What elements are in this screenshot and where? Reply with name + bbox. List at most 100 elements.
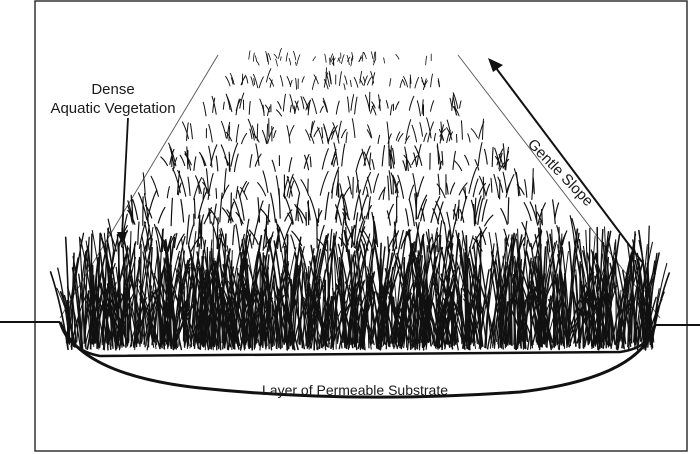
grass-blade <box>139 298 161 350</box>
grass-blade <box>472 239 479 342</box>
grass-blade <box>502 171 508 193</box>
grass-blade <box>210 272 226 349</box>
grass-blade <box>507 197 510 224</box>
grass-blade <box>477 198 484 226</box>
grass-blade <box>65 257 79 344</box>
grass-blade <box>421 99 424 115</box>
grass-blade <box>237 189 245 221</box>
substrate-layer-outline <box>58 321 657 399</box>
grass-blade <box>247 264 267 350</box>
grass-blade <box>252 219 260 246</box>
grass-blade <box>252 52 255 62</box>
grass-blade <box>515 171 520 197</box>
grass-blade <box>324 191 330 221</box>
grass-blade <box>309 133 315 144</box>
grass-blade <box>132 198 139 221</box>
vegetation-label-line1: Dense <box>91 81 135 98</box>
grass-blade <box>433 227 439 250</box>
grass-blade <box>175 233 185 251</box>
grass-blade <box>168 270 181 342</box>
grass-blade <box>551 229 556 344</box>
grass-blade <box>505 236 512 346</box>
grass-blade <box>420 207 425 222</box>
grass-blade <box>156 246 162 348</box>
grass-blade <box>385 266 394 350</box>
grass-blade <box>342 282 345 344</box>
grass-blade <box>178 256 189 344</box>
grass-blade <box>317 126 324 144</box>
grass-blade <box>170 197 174 227</box>
grass-blade <box>415 192 418 220</box>
grass-blade <box>241 239 252 348</box>
grass-blade <box>411 124 418 143</box>
grass-blade <box>636 272 657 343</box>
grass-blade <box>233 246 248 342</box>
grass-blade <box>287 265 299 344</box>
grass-blade <box>147 189 158 219</box>
grass-blade <box>371 105 377 116</box>
grass-blade <box>399 241 416 347</box>
grass-blade <box>413 251 432 343</box>
grass-blade <box>429 297 446 348</box>
grass-blade <box>417 194 428 220</box>
grass-blade <box>459 100 462 109</box>
grass-blade <box>139 285 150 348</box>
grass-blade <box>254 55 257 62</box>
grass-blade <box>181 121 189 140</box>
grass-blade <box>328 299 348 342</box>
grass-blade <box>363 75 368 86</box>
grass-blade <box>166 235 186 345</box>
grass-blade <box>85 240 98 347</box>
grass-blade <box>537 255 540 347</box>
grass-blade <box>523 220 528 246</box>
grass-blade <box>556 225 562 247</box>
grass-blade <box>478 226 487 246</box>
grass-blade <box>430 100 435 112</box>
grass-blade <box>417 176 425 198</box>
grass-blade <box>417 254 431 342</box>
grass-blade <box>160 156 169 167</box>
grass-blade <box>200 155 206 167</box>
grass-blade <box>627 265 633 348</box>
grass-blade <box>351 118 356 138</box>
grass-blade <box>450 221 456 251</box>
grass-blade <box>338 279 360 350</box>
grass-blade <box>306 285 324 345</box>
grass-blade <box>414 145 423 166</box>
grass-blade <box>615 239 617 350</box>
grass-blade <box>262 104 265 117</box>
grass-blade <box>494 147 500 166</box>
grass-blade <box>239 92 245 109</box>
grass-blade <box>207 172 214 200</box>
grass-blade <box>425 247 444 350</box>
grass-blade <box>302 96 309 111</box>
grass-blade <box>222 101 225 110</box>
grass-blade <box>497 266 508 347</box>
grass-blade <box>370 51 374 60</box>
grass-blade <box>450 232 460 347</box>
grass-blade <box>346 280 365 346</box>
grass-blade <box>266 123 269 143</box>
grass-blade <box>350 94 355 111</box>
grass-blade <box>216 264 226 341</box>
grass-blade <box>226 121 231 139</box>
grass-blade <box>536 211 544 226</box>
grass-blade <box>111 292 116 342</box>
diagram-frame <box>34 0 688 452</box>
grass-blade <box>307 99 311 116</box>
grass-blade <box>350 224 355 248</box>
grass-blade <box>254 153 262 167</box>
grass-blade <box>295 77 298 90</box>
grass-blade <box>293 50 297 61</box>
grass-blade <box>453 106 460 117</box>
grass-blade <box>420 267 439 344</box>
grass-blade <box>195 175 202 195</box>
grass-blade <box>498 153 504 169</box>
grass-blade <box>225 131 233 142</box>
grass-blade <box>371 72 376 86</box>
grass-blade <box>358 57 363 62</box>
grass-blade <box>345 131 348 144</box>
grass-blade <box>265 214 268 248</box>
grass-blade <box>542 239 549 345</box>
grass-blade <box>228 151 231 173</box>
